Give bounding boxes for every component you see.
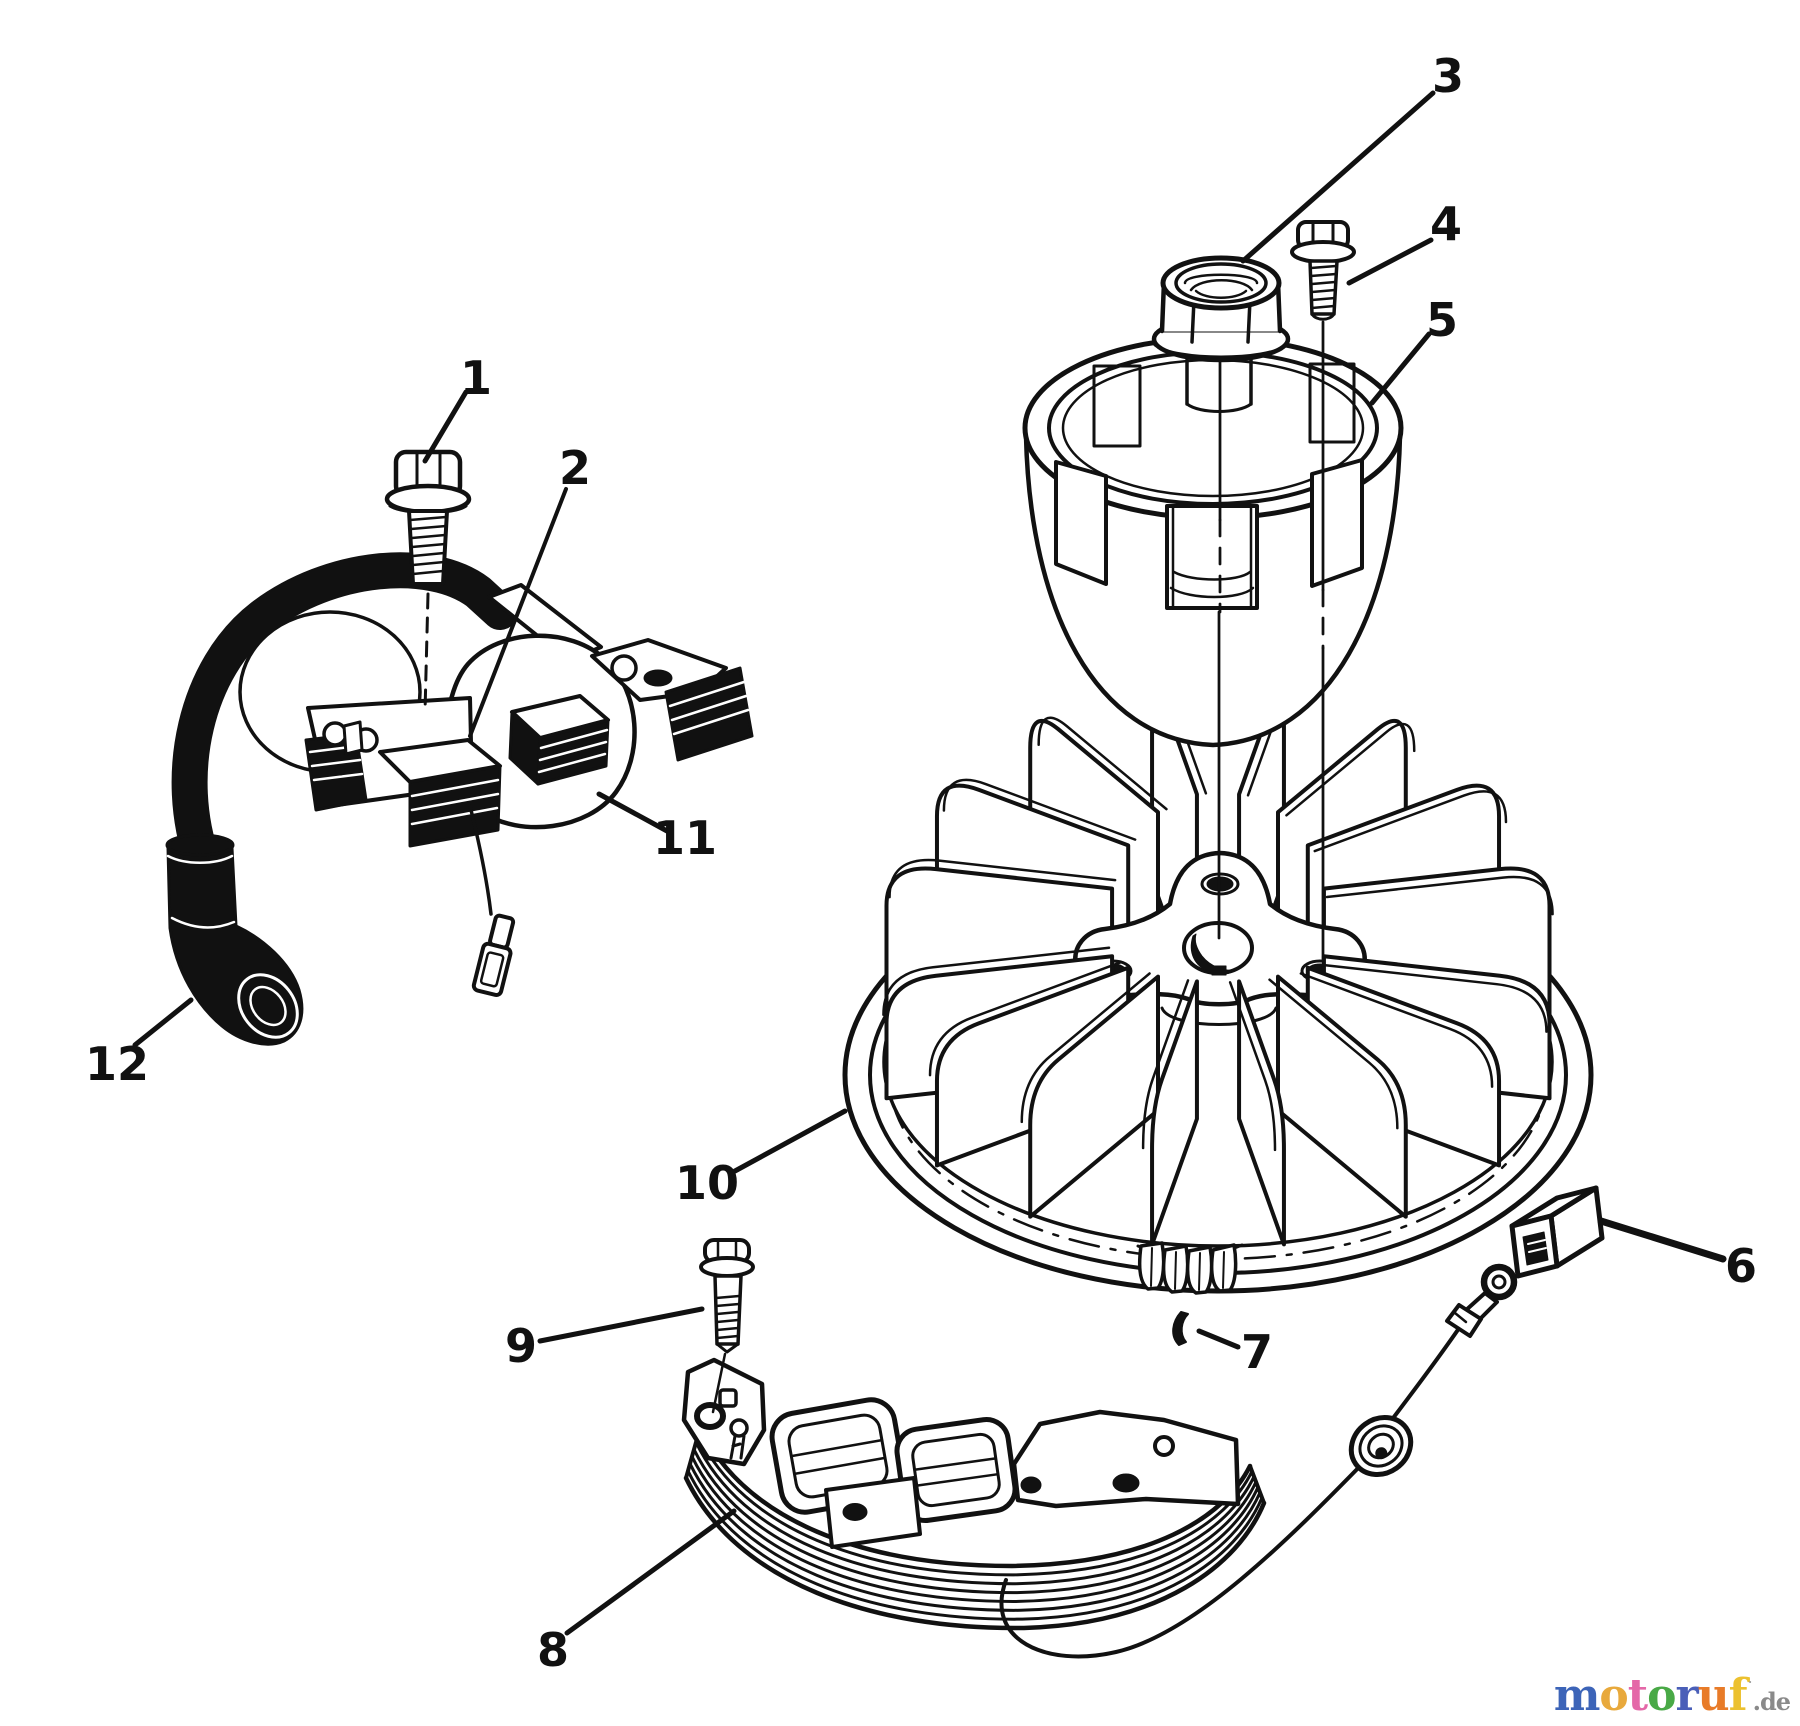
callout-label-4: 4 [1430,197,1462,251]
stator-coil-right [894,1417,1018,1523]
stator-left-tab [681,1357,767,1467]
kill-wire-terminal [468,804,516,998]
stator-assembly [681,1357,1267,1631]
callout-4: 4 [1346,197,1462,286]
ground-wire-assembly [999,1263,1518,1659]
callout-7: 7 [1196,1325,1273,1379]
logo-letter: u [1697,1670,1730,1721]
logo-mark: ˙ [1746,1680,1754,1696]
callout-label-6: 6 [1725,1239,1757,1293]
callout-11: 11 [596,791,717,865]
spark-plug-boot [165,833,304,1046]
callout-label-11: 11 [653,811,717,865]
callouts: 1 2 3 4 5 6 7 8 [85,49,1757,1677]
fan-blades-near [882,946,1552,1247]
callout-label-8: 8 [537,1623,569,1677]
starter-cup [1022,335,1404,748]
cup-slot [1310,458,1364,588]
ground-wire-loop [999,1457,1369,1659]
callout-label-1: 1 [460,351,492,405]
grommet [1348,1415,1414,1477]
coil-mount-arm [590,638,754,762]
logo-letter: r [1675,1670,1698,1721]
callout-label-5: 5 [1426,293,1458,347]
callout-3: 3 [1240,49,1464,264]
logo-suffix: .de [1752,1687,1791,1716]
logo-letter: o [1599,1670,1628,1721]
coil-lamination-block [508,694,610,786]
ring-gear-teeth [1136,1241,1244,1295]
callout-12: 12 [85,997,194,1091]
stator-right-plate [1011,1409,1241,1509]
ignition-coil-assembly [165,552,754,1046]
callout-label-10: 10 [675,1156,739,1210]
callout-label-3: 3 [1432,49,1464,103]
callout-label-2: 2 [559,441,591,495]
callout-label-7: 7 [1241,1325,1273,1379]
cup-slot [1054,460,1108,586]
callout-label-9: 9 [505,1319,537,1373]
callout-8: 8 [537,1508,737,1677]
logo-letter: t [1627,1670,1648,1721]
callout-5: 5 [1369,293,1458,406]
callout-9: 9 [505,1306,705,1373]
logo-letter: f [1728,1670,1748,1721]
assembly-axis-lines [1217,320,1325,962]
flywheel-nut [1151,255,1291,363]
callout-1: 1 [422,351,492,464]
ring-terminal [1445,1263,1518,1338]
starter-cup-bolt [1290,220,1356,321]
coil-mount-bolt [384,449,472,714]
condenser [378,738,502,848]
callout-label-12: 12 [85,1037,149,1091]
terminal-switch [1509,1185,1605,1279]
callout-10: 10 [675,1108,848,1210]
flywheel-key [1172,1311,1189,1346]
stator-mount-bolt [699,1238,755,1414]
logo-letter: m [1553,1670,1601,1721]
motoruf-logo[interactable]: motoruf˙.de [1554,1674,1791,1718]
callout-6: 6 [1597,1217,1757,1293]
logo-letter: o [1647,1670,1676,1721]
callout-2: 2 [468,441,591,738]
cup-slot [1165,504,1259,610]
